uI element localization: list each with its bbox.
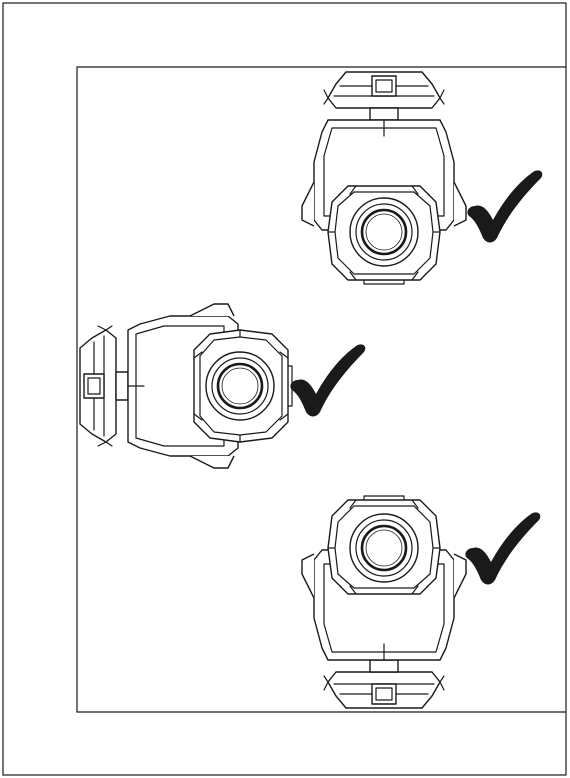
moving-head-fixture-bottom: [300, 494, 468, 710]
check-icon: [465, 512, 541, 585]
wall-outline: [76, 66, 566, 713]
check-icon: [290, 344, 366, 417]
check-icon: [467, 170, 543, 243]
moving-head-fixture-left: [78, 302, 294, 470]
moving-head-fixture-top: [300, 70, 468, 286]
